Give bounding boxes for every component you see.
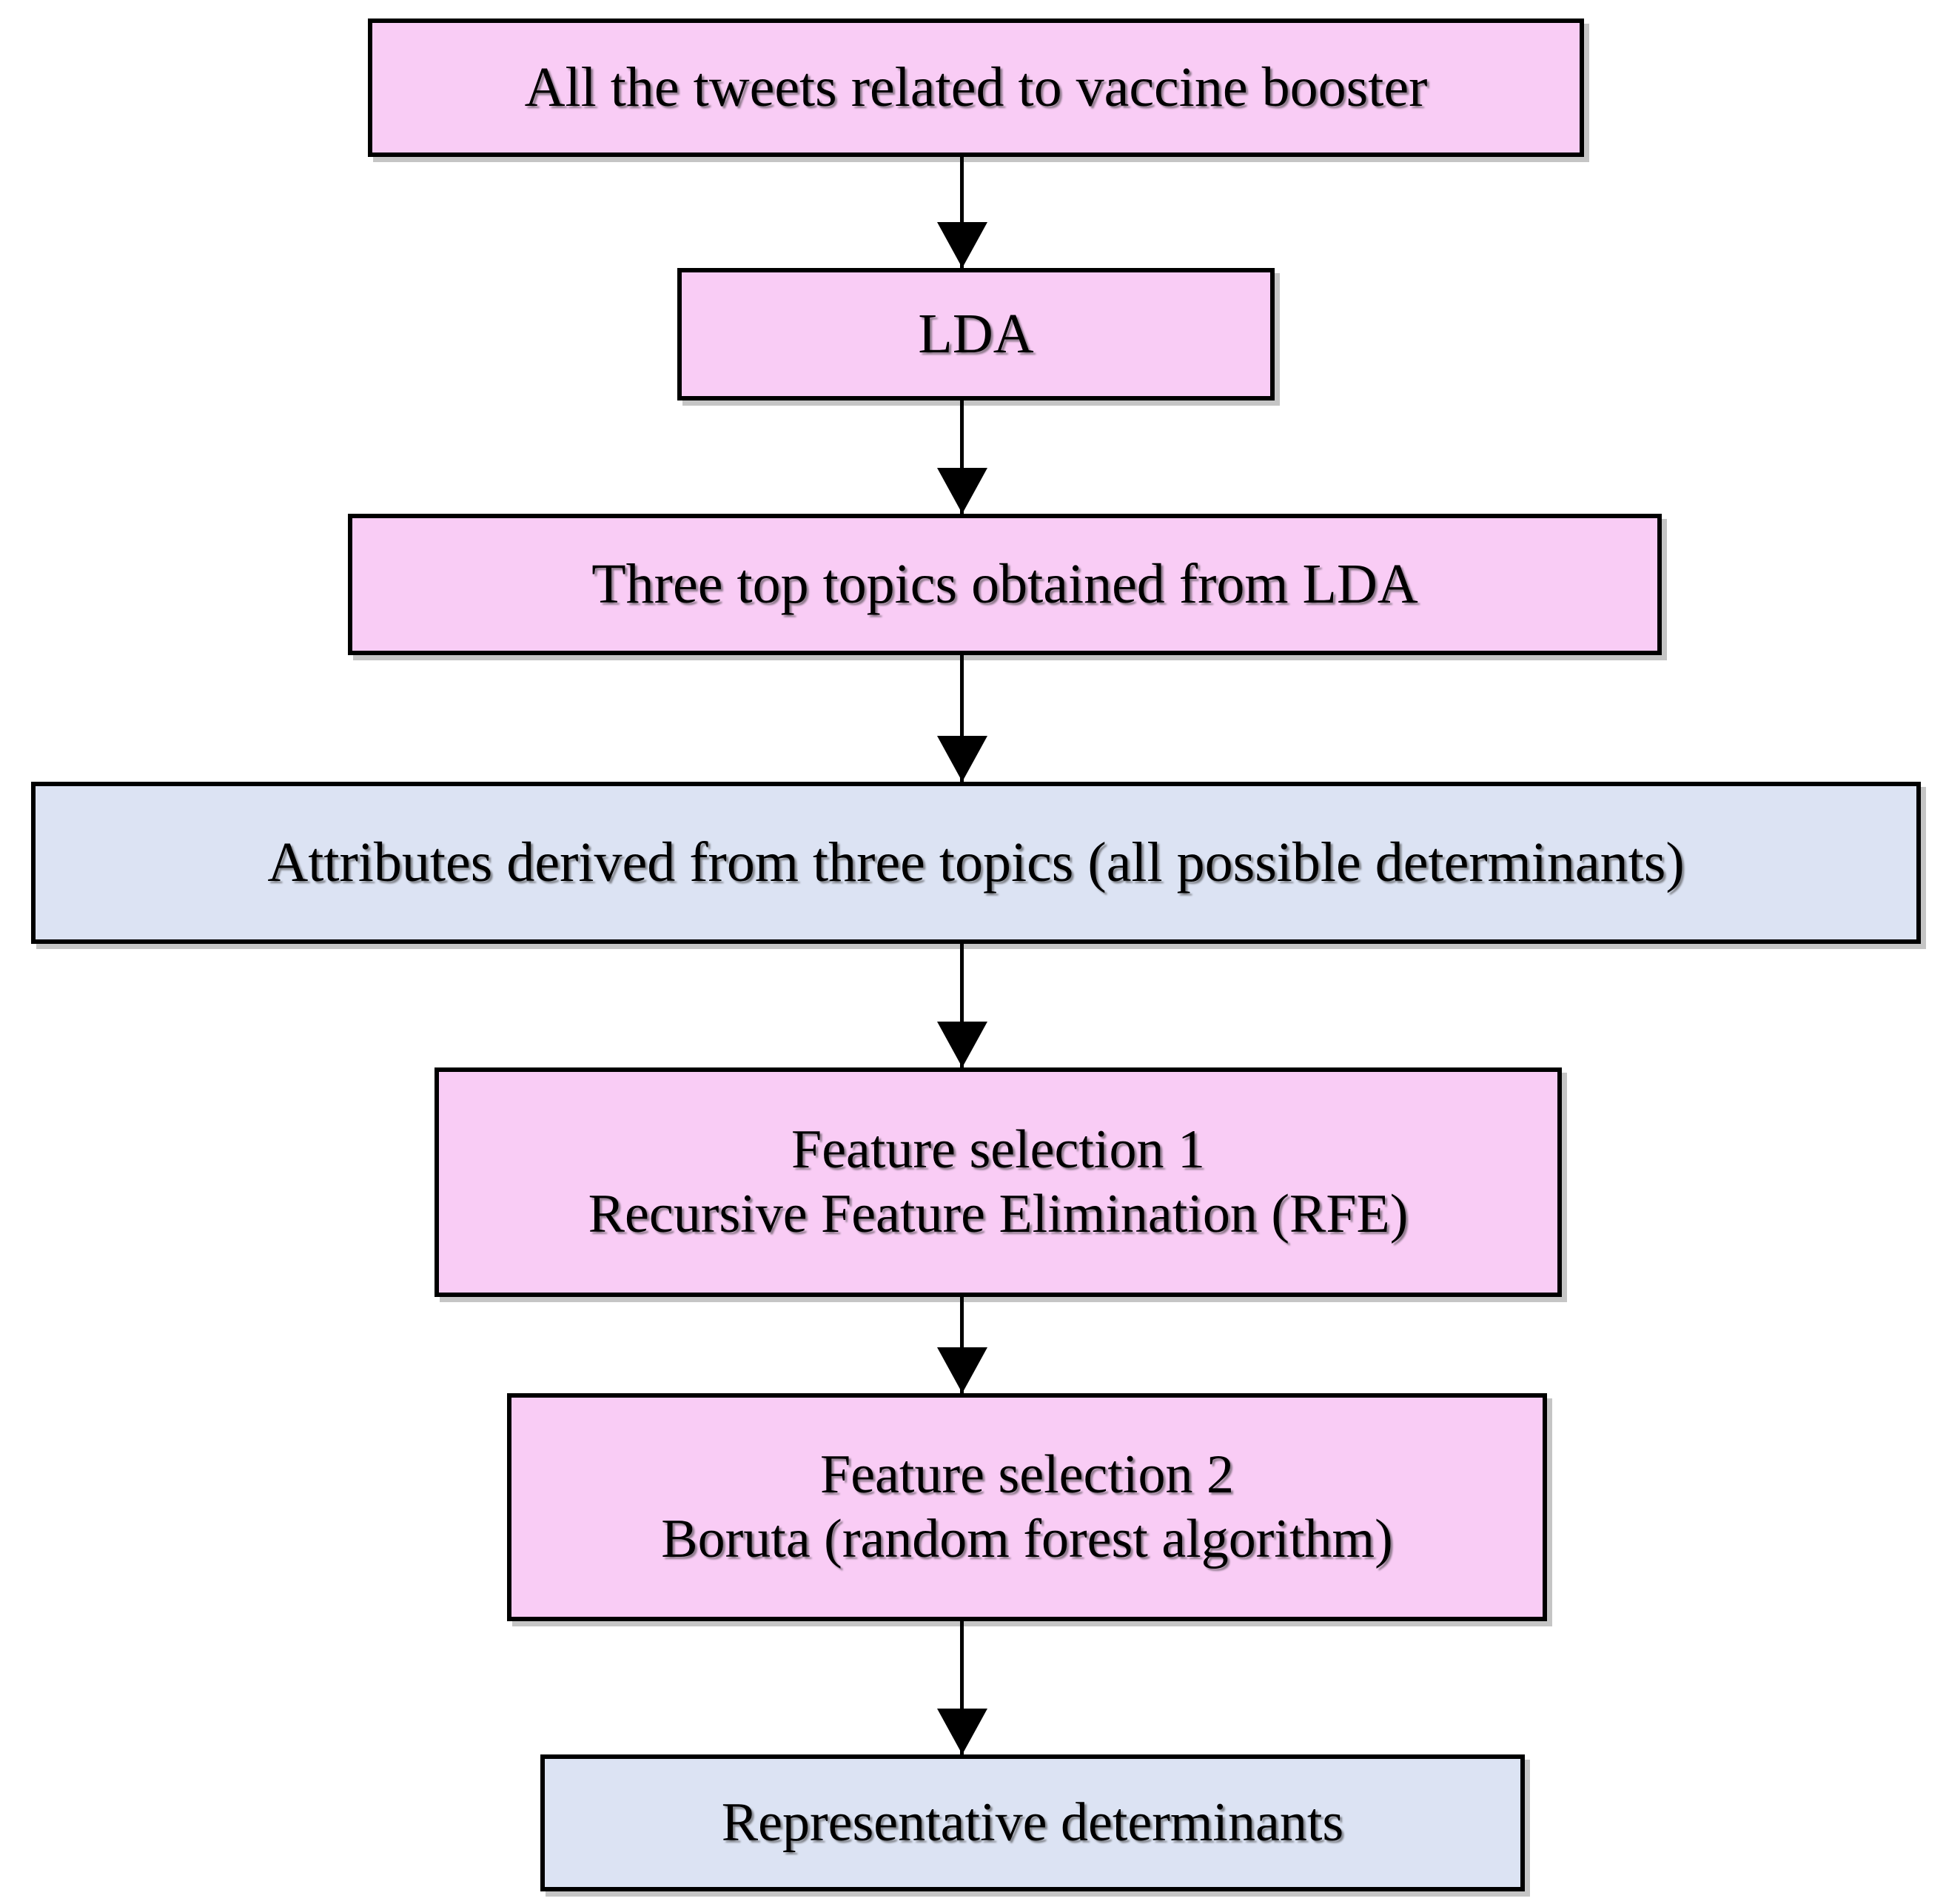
flow-node-feature-selection-2[interactable]: Feature selection 2 Boruta (random fores… [507, 1393, 1547, 1621]
arrowhead-down-icon [937, 1347, 987, 1393]
flow-node-three-top-topics[interactable]: Three top topics obtained from LDA [348, 514, 1662, 655]
flow-node-label-line1: Feature selection 1 [791, 1119, 1205, 1180]
arrow-shaft [960, 655, 964, 782]
flow-node-all-tweets[interactable]: All the tweets related to vaccine booste… [368, 19, 1584, 157]
flow-node-label: Three top topics obtained from LDA [591, 552, 1418, 615]
flow-node-label: Representative determinants [721, 1791, 1344, 1853]
arrow-shaft [960, 157, 964, 268]
flow-node-label: Attributes derived from three topics (al… [267, 831, 1685, 894]
flow-node-attributes[interactable]: Attributes derived from three topics (al… [31, 782, 1921, 944]
arrowhead-down-icon [937, 1022, 987, 1067]
flow-node-feature-selection-1[interactable]: Feature selection 1 Recursive Feature El… [435, 1067, 1562, 1297]
arrowhead-down-icon [937, 468, 987, 514]
flow-node-label: All the tweets related to vaccine booste… [524, 56, 1428, 118]
flow-node-lda[interactable]: LDA [677, 268, 1275, 400]
arrow-shaft [960, 944, 964, 1067]
arrow-shaft [960, 1297, 964, 1393]
flow-node-label-line2: Boruta (random forest algorithm) [661, 1509, 1393, 1569]
flow-node-representative-determinants[interactable]: Representative determinants [540, 1754, 1525, 1891]
arrow-shaft [960, 1621, 964, 1754]
flow-node-label: LDA [918, 302, 1034, 365]
flow-node-label-line2: Recursive Feature Elimination (RFE) [588, 1184, 1409, 1244]
arrowhead-down-icon [937, 1709, 987, 1754]
arrowhead-down-icon [937, 222, 987, 268]
arrow-shaft [960, 400, 964, 514]
flow-node-label-line1: Feature selection 2 [820, 1444, 1234, 1505]
arrowhead-down-icon [937, 736, 987, 782]
